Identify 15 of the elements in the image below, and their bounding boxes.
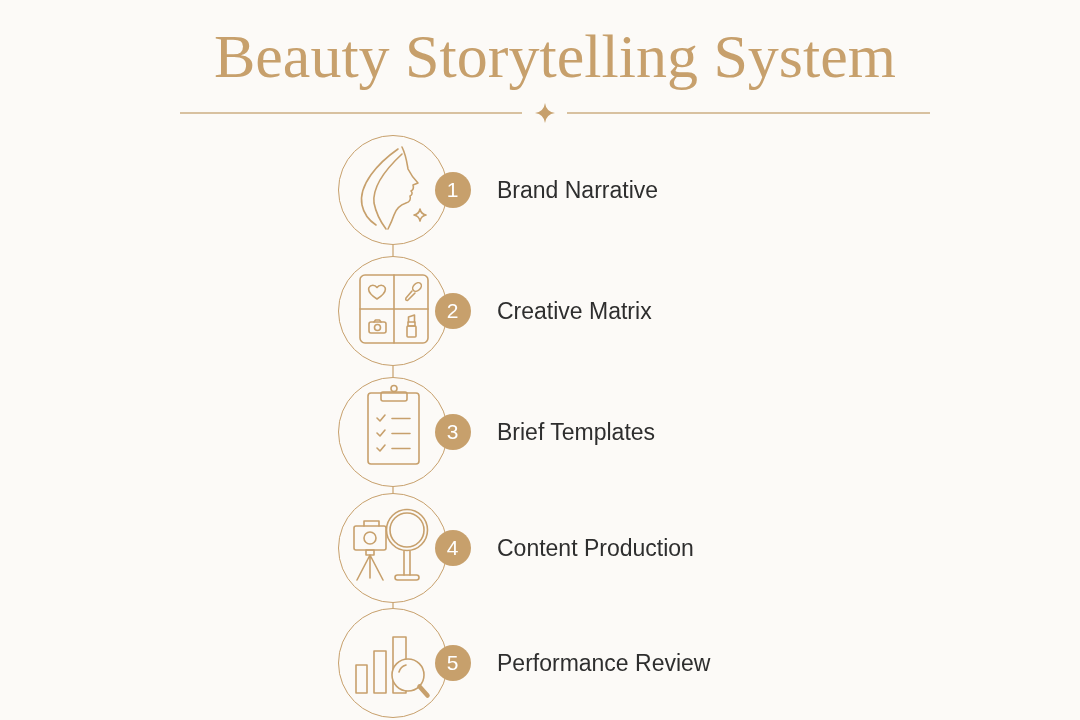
step-number: 5 [434,644,471,681]
step-label: Creative Matrix [497,297,652,325]
step-label: Brand Narrative [497,176,659,204]
connector-line [392,602,394,609]
step-label: Content Production [497,534,694,562]
connector-line [392,486,394,494]
step-number: 1 [434,171,471,208]
connector-line [392,365,394,378]
connector-line [392,244,394,257]
step-label: Brief Templates [497,418,656,446]
title: Beauty Storytelling System [213,22,897,91]
step-label: Performance Review [497,649,711,677]
step-number: 2 [434,292,471,329]
step-number: 3 [434,413,471,450]
step-number: 4 [434,529,471,566]
